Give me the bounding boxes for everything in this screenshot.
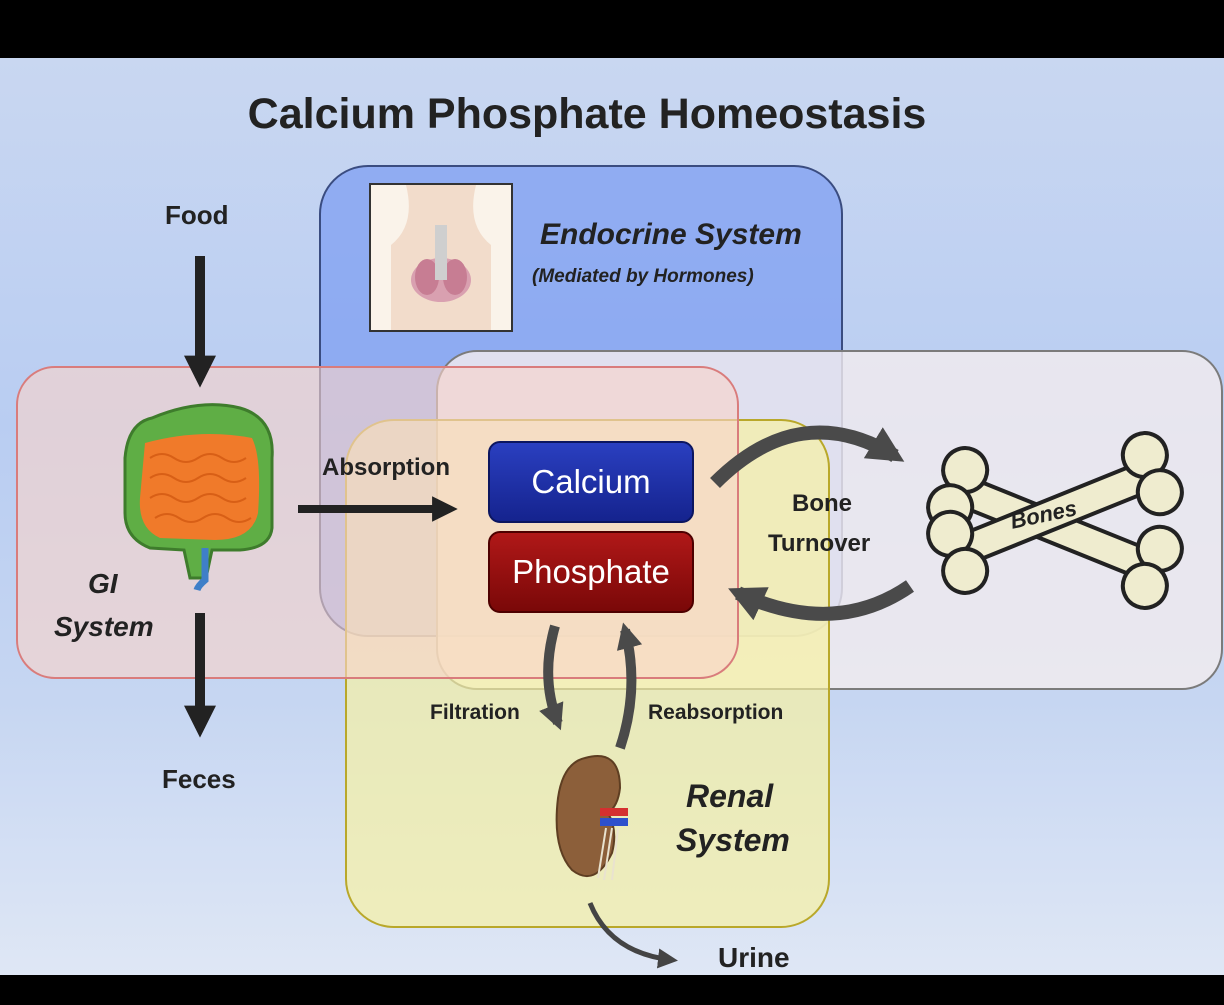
bone-resorption-arrow [728,580,914,621]
page-title: Calcium Phosphate Homeostasis [247,90,927,138]
urine-label: Urine [718,942,790,973]
endocrine-system-label: Endocrine System [540,218,802,251]
reabsorption-label: Reabsorption [648,701,784,724]
food-label: Food [165,200,229,230]
renal-system-label-line2: System [676,822,790,858]
phosphate-box: Phosphate [488,531,694,613]
thyroid-illustration [371,185,511,330]
calcium-box: Calcium [488,441,694,523]
urine-arrow [587,902,678,969]
gi-system-label-line1: GI [88,568,118,599]
reabsorption-arrow [615,622,643,750]
filtration-label: Filtration [430,701,520,724]
bones-illustration [926,431,1184,610]
endocrine-thumbnail [369,183,513,332]
slide: Calcium Phosphate Homeostasis Endocrine … [0,58,1224,975]
renal-system-label-line1: Renal [686,778,774,814]
kidney-illustration [555,755,628,881]
bone-turnover-label-line2: Turnover [768,530,871,557]
bone-turnover-label-line1: Bone [792,490,852,517]
gi-system-label-line2: System [54,611,154,642]
filtration-arrow [539,624,564,731]
feces-label: Feces [162,764,236,794]
bone-formation-arrow [710,425,905,488]
absorption-label: Absorption [322,454,450,481]
intestine-illustration [123,403,274,592]
endocrine-subtitle: (Mediated by Hormones) [532,266,754,287]
